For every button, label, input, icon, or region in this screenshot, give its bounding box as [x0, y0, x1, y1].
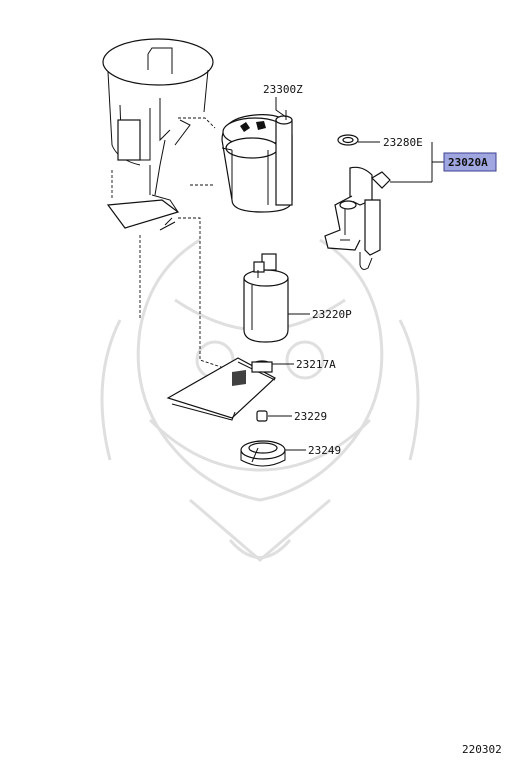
callout-23217A[interactable]: 23217A [296, 358, 336, 371]
callout-23300Z[interactable]: 23300Z [263, 83, 303, 96]
highlight-box [443, 152, 497, 172]
callout-23020A[interactable]: 23020A [448, 156, 488, 169]
fuel-pump-23220P [243, 253, 289, 343]
cushion-23229 [256, 410, 268, 422]
callout-23249[interactable]: 23249 [308, 444, 341, 457]
pressure-regulator-assembly [324, 134, 391, 270]
callout-23220P[interactable]: 23220P [312, 308, 352, 321]
pump-filter-23217A [166, 357, 277, 421]
callout-23020A-highlight[interactable]: 23020A [443, 152, 497, 172]
leader-line [178, 217, 225, 369]
leader-line [275, 97, 287, 118]
diagram-number: 220302 [462, 743, 502, 756]
fuel-filter-23300Z [221, 110, 293, 213]
callout-23229[interactable]: 23229 [294, 410, 327, 423]
ring-23249 [240, 440, 286, 467]
leader-line [178, 117, 216, 129]
fuel-sender-bracket-assembly [102, 38, 214, 231]
callout-23280E[interactable]: 23280E [383, 136, 423, 149]
